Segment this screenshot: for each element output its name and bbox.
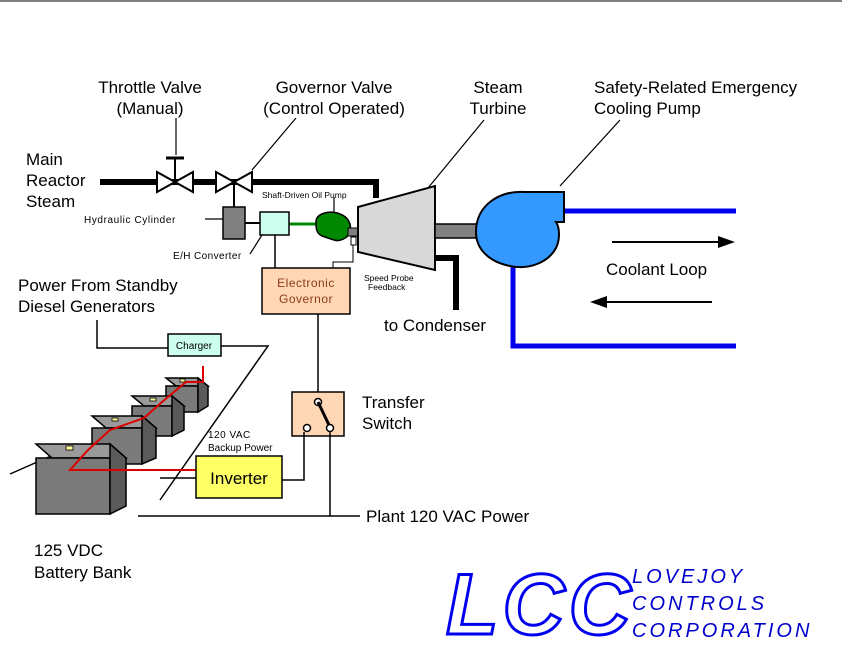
to-condenser-label: to Condenser (384, 316, 486, 335)
cooling-pump (474, 190, 565, 268)
backup-power-label-2: Backup Power (208, 443, 273, 454)
plant-power-label: Plant 120 VAC Power (366, 507, 529, 526)
pump-label-1: Safety-Related Emergency (594, 78, 798, 97)
oil-pump (315, 211, 352, 242)
transfer-switch-label-1: Transfer (362, 393, 425, 412)
coolant-piping (510, 208, 736, 349)
logo-line-1: LOVEJOY (632, 566, 745, 588)
transfer-switch (291, 391, 345, 437)
main-steam-label-2: Reactor (26, 171, 86, 190)
steam-turbine-label-1: Steam (473, 78, 522, 97)
steam-turbine (357, 184, 436, 272)
coolant-flow-arrows (590, 236, 735, 308)
speed-probe-label-2: Feedback (368, 282, 406, 292)
leader-lines (175, 117, 621, 255)
logo-line-2: CONTROLS (632, 593, 767, 615)
hydraulic-cylinder-label: Hydraulic Cylinder (84, 215, 176, 226)
throttle-valve-label-1: Throttle Valve (98, 78, 202, 97)
steam-turbine-label-2: Turbine (469, 99, 526, 118)
oil-pump-label: Shaft-Driven Oil Pump (262, 190, 347, 200)
governor-valve-label-1: Governor Valve (276, 78, 393, 97)
transfer-switch-label-2: Switch (362, 414, 412, 433)
inverter-label: Inverter (210, 469, 268, 488)
battery-label-2: Battery Bank (34, 563, 132, 582)
throttle-valve-label-2: (Manual) (116, 99, 183, 118)
eh-converter-label: E/H Converter (173, 251, 242, 262)
inverter-box (195, 455, 283, 499)
governor-valve-label-2: (Control Operated) (263, 99, 405, 118)
backup-power-label-1: 120 VAC (208, 430, 251, 441)
charger-box (167, 333, 222, 357)
logo-mark: LCC (446, 557, 635, 650)
electronic-governor-box (261, 267, 351, 315)
standby-power-label-1: Power From Standby (18, 276, 178, 295)
speed-probe-label-1: Speed Probe (364, 273, 414, 283)
speed-probe (350, 236, 357, 246)
hydraulic-cylinder (222, 206, 246, 240)
standby-power-label-2: Diesel Generators (18, 297, 155, 316)
pump-label-2: Cooling Pump (594, 99, 701, 118)
battery-bank (34, 366, 211, 516)
governor-valve (215, 170, 253, 208)
coolant-loop-label: Coolant Loop (606, 260, 707, 279)
main-steam-label-1: Main (26, 150, 63, 169)
turbine-shaft (434, 223, 480, 239)
governor-box-label-1: Electronic (277, 276, 335, 290)
battery-label-1: 125 VDC (34, 541, 103, 560)
eh-converter-box (259, 211, 290, 236)
main-steam-label-3: Steam (26, 192, 75, 211)
charger-label: Charger (176, 341, 213, 352)
power-wiring (9, 320, 360, 517)
throttle-valve (156, 156, 194, 194)
logo-line-3: CORPORATION (632, 620, 812, 642)
governor-box-label-2: Governor (279, 292, 333, 306)
speed-probe-wire (332, 245, 354, 268)
